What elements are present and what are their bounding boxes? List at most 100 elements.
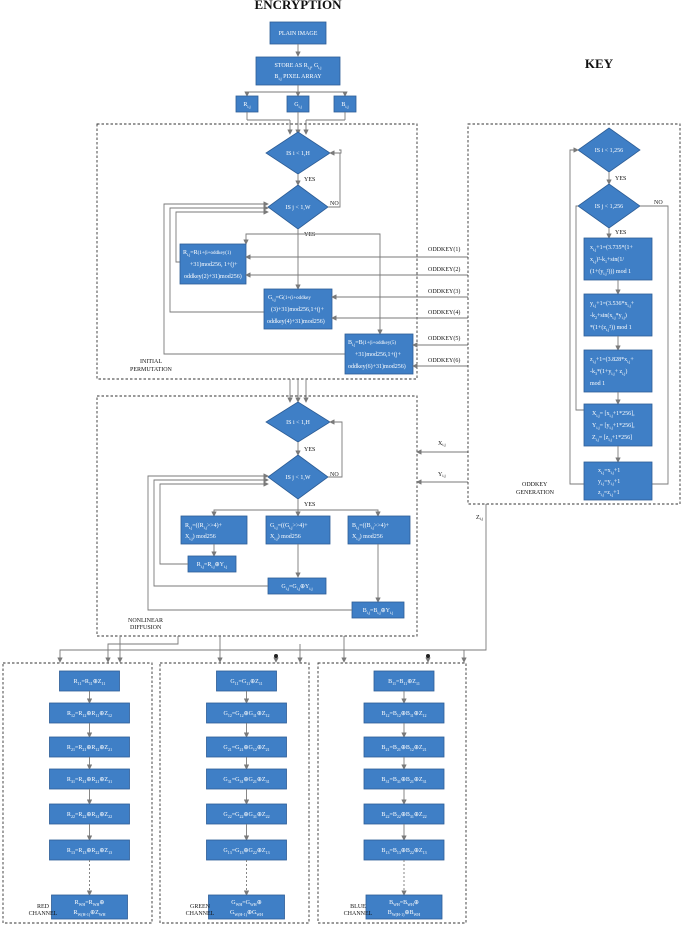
channel-g-name: CHANNEL	[186, 911, 215, 917]
channel-g-step-label: G13=G13⊕G22⊕Z13	[223, 848, 269, 855]
channel-r-step-label: R11=R11⊕Z11	[74, 679, 106, 686]
channel-r-name: RED	[37, 904, 50, 910]
perm-no-label: NO	[330, 201, 339, 207]
perm-b-line-1: Bi,j=B(1+(i+oddkey(5)	[348, 340, 396, 348]
b-channel-label: Bi,j	[341, 102, 348, 110]
store-pixel-array-box	[255, 56, 341, 86]
g-channel-label: Gi,j	[294, 102, 302, 110]
channel-frame-r	[2, 662, 153, 924]
initial-permutation-frame	[96, 123, 418, 380]
perm-yes-1: YES	[304, 177, 315, 183]
channel-g-name: GREEN	[190, 904, 211, 910]
store-line-1: STORE AS Ri,j, Gi,j	[274, 63, 321, 71]
key-y-line-2: -k2+sin(xi,j*yi,j)	[590, 312, 627, 321]
perm-loop-j-label: IS j < 1,W	[285, 205, 310, 211]
oddkey-5-label: ODDKEY(5)	[428, 335, 460, 342]
key-upd-x: xi,j=xi,j+1	[598, 468, 620, 476]
diff-r-formula-box	[180, 515, 248, 545]
key-upd-z: zi,j=zi,j+1	[598, 490, 620, 498]
oddkey-generation-label-1: ODDKEY	[522, 482, 548, 488]
initial-permutation-label-2: PERMUTATION	[130, 367, 173, 373]
diff-b-formula-box	[347, 515, 411, 545]
plain-image-label: PLAIN IMAGE	[279, 31, 318, 37]
perm-g-line-1: Gi,j=G(1+(i+oddkey	[268, 295, 311, 303]
channel-b-final-line: BW(H-1)⊕BWH	[388, 910, 420, 917]
key-output-box	[583, 403, 653, 447]
z-output-label: Zi,j	[476, 515, 483, 522]
key-y-equation-box	[583, 293, 653, 337]
diff-yes-2: YES	[304, 502, 315, 508]
key-z-line-1: zi,j+1=(3.828*xi,j+	[590, 356, 634, 365]
nonlinear-diffusion-frame	[96, 395, 418, 637]
channel-g-step-label: G21=G21⊕G12⊕Z21	[223, 745, 269, 752]
perm-g-box	[263, 288, 333, 330]
channel-b-name: CHANNEL	[344, 911, 373, 917]
perm-r-box	[179, 243, 247, 285]
diff-r-formula-line-1: Ri,j=((Ri,j>>4)+	[185, 522, 223, 531]
channel-frame-g	[159, 662, 310, 924]
diff-b-formula-line-1: Bi,j=((Bi,j>>4)+	[352, 522, 390, 531]
perm-g-line-3: oddkey(4)+31)mod256)	[267, 318, 325, 325]
perm-r-line-3: oddkey(2)+31)mod256)	[184, 273, 242, 280]
perm-r-line-2: +31)mod256, 1+(j+	[190, 261, 238, 268]
channel-b-name: BLUE	[350, 904, 366, 910]
nonlinear-diffusion-label-1: NONLINEAR	[128, 618, 163, 624]
perm-b-box	[344, 333, 414, 375]
key-y-line-3: *(1+(zi,j²)) mod 1	[590, 324, 632, 333]
key-z-line-2: -k3*(1+yi,j+ zi,j)	[590, 368, 627, 377]
channel-g-final-line: GW(H-1)⊕GWH	[230, 910, 263, 917]
channel-r-step-label: R12=R12⊕R11⊕Z12	[67, 711, 112, 718]
diff-g-formula-line-2: Xi,j) mod256	[270, 533, 301, 542]
oddkey-generation-frame	[467, 123, 681, 505]
oddkey-arrows	[245, 254, 468, 369]
channel-b-step-label: B13=B13⊕B22⊕Z13	[381, 848, 426, 855]
diff-b-formula-line-2: Xi,j) mod256	[352, 533, 383, 542]
perm-b-line-3: oddkey(6)+31)mod256)	[348, 363, 406, 370]
channel-b-final-line: BWH=BWH⊕	[389, 900, 419, 907]
channel-r-final-line: RW(H-1)⊕ZWH	[73, 910, 105, 917]
key-update-box	[583, 461, 653, 501]
channel-g-step-label: G11=G11⊕Z11	[230, 679, 262, 686]
key-yes-2: YES	[615, 230, 626, 236]
channel-g-step-label: G12=G12⊕G11⊕Z12	[224, 711, 270, 718]
channel-g-final-line: GWH=GWH⊕	[231, 900, 261, 907]
diff-g-formula-line-1: Gi,j=((Gi,j>>4)+	[270, 522, 308, 531]
perm-g-line-2: (3)+31)mod256,1+(j+	[271, 306, 325, 313]
perm-b-line-2: +31)mod256,1+(j+	[355, 351, 402, 358]
channel-r-step-label: R22=R22⊕R31⊕Z22	[67, 812, 112, 819]
oddkey-6-label: ODDKEY(6)	[428, 357, 460, 364]
channel-b-final-box	[365, 894, 443, 920]
perm-loop-i-label: IS i < 1,H	[286, 151, 310, 157]
diff-no-label: NO	[330, 472, 339, 478]
channel-g-final-box	[208, 894, 285, 920]
diff-loop-j-label: IS j < 1,W	[285, 475, 310, 481]
diff-g-xor-label: Gi,j=Gi,j⊕Yi,j	[281, 584, 312, 592]
channel-r-final-box	[51, 894, 128, 920]
channel-b-step-label: B12=B12⊕B11⊕Z12	[382, 711, 427, 718]
initial-permutation-label-1: INITIAL	[140, 359, 162, 365]
x-input-label: Xi,j	[438, 441, 446, 448]
channel-frame-b	[317, 662, 467, 924]
channel-g-step-label: G22=G22⊕G31⊕Z22	[223, 812, 269, 819]
channel-r-final-line: RWH=RWH⊕	[75, 900, 105, 907]
oddkey-generation-label-2: GENERATION	[516, 490, 555, 496]
oddkey-1-label: ODDKEY(1)	[428, 246, 460, 253]
key-loop-j-label: IS j < 1,256	[595, 204, 623, 210]
perm-yes-2: YES	[304, 232, 315, 238]
key-out-z: Zi,j= [zi,j+1*256]	[592, 435, 632, 443]
diff-loop-i-label: IS i < 1,H	[286, 420, 310, 426]
channel-b-step-label: B31=B31⊕B21⊕Z31	[381, 777, 426, 784]
oddkey-2-label: ODDKEY(2)	[428, 266, 460, 273]
channel-g-step-label: G31=G31⊕G21⊕Z31	[223, 777, 269, 784]
diff-r-formula-line-2: Xi,j) mod256	[185, 533, 216, 542]
key-z-line-3: mod 1	[590, 381, 605, 387]
diff-r-xor-label: Ri,j=Ri,j⊕Yi,j	[197, 562, 227, 570]
key-out-x: Xi,j= [xi,j+1*256],	[592, 411, 635, 419]
key-y-line-1: yi,j+1=(3.536*xi,j+	[590, 300, 635, 309]
r-channel-label: Ri,j	[243, 102, 250, 110]
key-x-equation-box	[583, 237, 653, 281]
key-title: KEY	[585, 56, 614, 71]
channel-r-step-label: R21=R21⊕R12⊕Z21	[67, 745, 112, 752]
diff-yes-1: YES	[304, 447, 315, 453]
